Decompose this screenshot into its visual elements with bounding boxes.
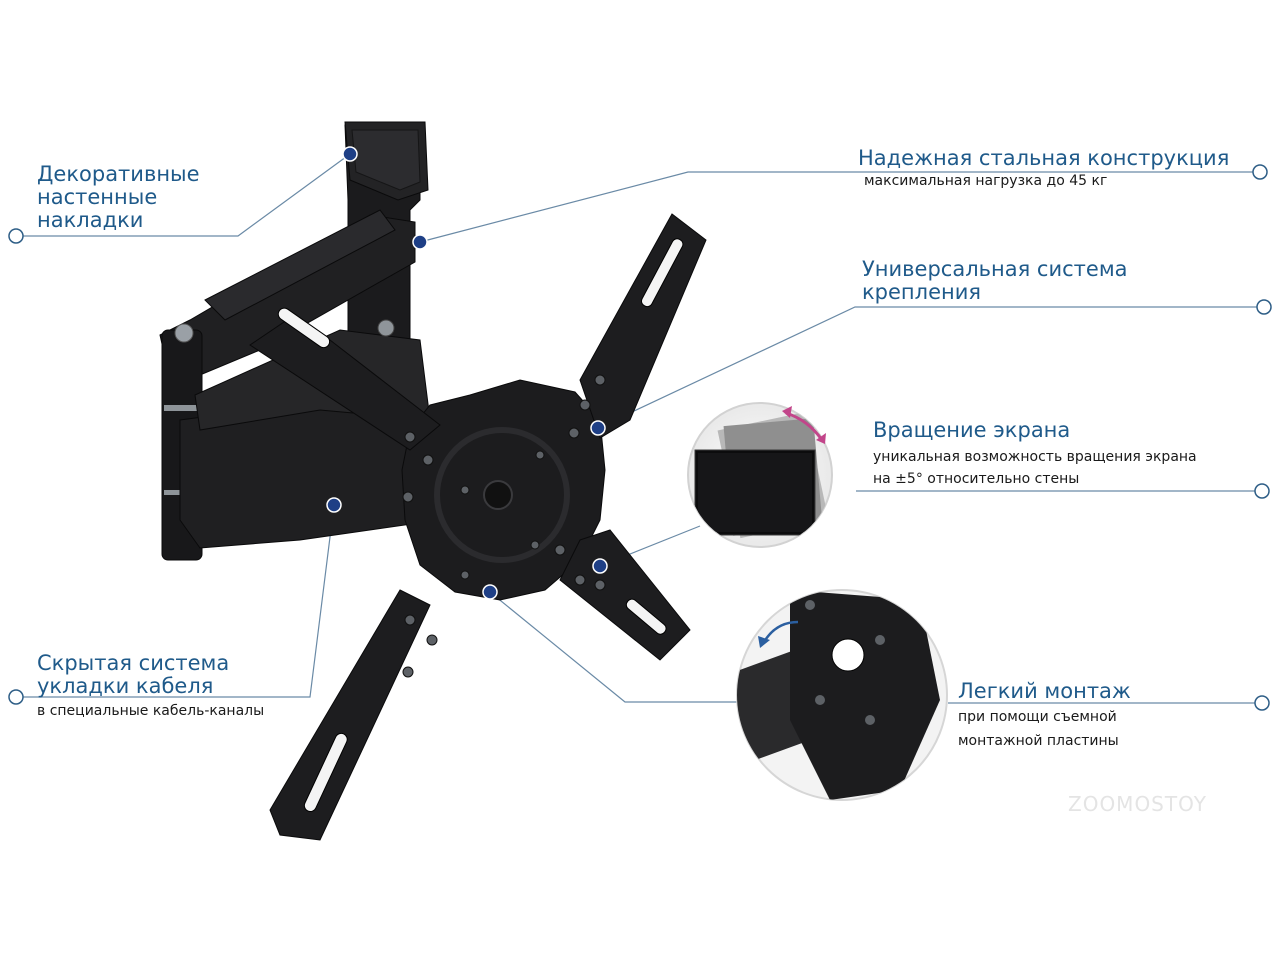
- endpoint-rotation: [1254, 483, 1270, 499]
- rotation-sub-1: уникальная возможность вращения экрана: [873, 449, 1197, 465]
- decor-line-3: накладки: [37, 208, 144, 232]
- slot-bottom-left: [303, 732, 348, 813]
- endpoint-circles: [8, 164, 1272, 711]
- dot-universal: [590, 420, 606, 436]
- label-decorative-covers: Декоративные настенные накладки: [37, 163, 200, 232]
- decor-line-2: настенные: [37, 185, 158, 209]
- slot-top-left: [277, 307, 331, 349]
- label-screen-rotation: Вращение экрана уникальная возможность в…: [873, 419, 1197, 490]
- leader-mount: [489, 591, 740, 703]
- endpoint-mount: [1254, 695, 1270, 711]
- steel-title: Надежная стальная конструкция: [858, 146, 1230, 170]
- plate-ring: [434, 427, 570, 563]
- leader-decor: [18, 153, 351, 237]
- mount-plate-inset: [790, 590, 940, 800]
- endpoint-cable: [8, 689, 24, 705]
- dot-steel: [412, 234, 428, 250]
- leader-cable: [18, 504, 335, 698]
- vesa-arm-top-right: [579, 213, 707, 439]
- bolt-holes: [402, 374, 606, 678]
- label-universal-system: Универсальная система крепления: [862, 258, 1128, 304]
- decorative-cover-texture: [351, 129, 421, 191]
- slot-top-right: [641, 238, 684, 308]
- callout-dots: [326, 146, 608, 600]
- label-hidden-cable: Скрытая система укладки кабеля в специал…: [37, 652, 264, 722]
- mounting-inset: [736, 589, 948, 801]
- vesa-arm-top-left: [249, 317, 441, 451]
- hinge-ring: [164, 405, 202, 411]
- label-steel-construction: Надежная стальная конструкция максимальн…: [858, 147, 1229, 192]
- pivot-knob: [483, 480, 513, 510]
- universal-line-2: крепления: [862, 280, 982, 304]
- dot-rotation: [592, 558, 608, 574]
- slot-bottom-right: [625, 598, 667, 635]
- dot-mount: [482, 584, 498, 600]
- vesa-arm-bottom-right: [559, 529, 691, 661]
- leader-universal: [597, 306, 1262, 429]
- cable-line-2: укладки кабеля: [37, 674, 214, 698]
- steel-sub: максимальная нагрузка до 45 кг: [864, 173, 1108, 189]
- dot-cable: [326, 497, 342, 513]
- leader-lines: [18, 153, 1262, 704]
- watermark: ZOOMOSTOY: [1068, 792, 1207, 816]
- endpoint-decor: [8, 228, 24, 244]
- tv-screen-shine: [698, 453, 812, 532]
- arrow-head-2: [816, 433, 826, 444]
- endpoint-steel: [1252, 164, 1268, 180]
- dot-decor: [342, 146, 358, 162]
- label-easy-mount: Легкий монтаж при помощи съемной монтажн…: [958, 680, 1131, 753]
- arrow-head-1: [782, 406, 792, 418]
- mount-title: Легкий монтаж: [958, 679, 1131, 703]
- tv-wall-mount: [159, 121, 707, 841]
- mount-sub-1: при помощи съемной: [958, 709, 1117, 725]
- leader-steel: [419, 171, 1256, 243]
- hinge-bolt: [174, 323, 194, 343]
- mount-arrow-head: [758, 636, 770, 648]
- mount-sub-2: монтажной пластины: [958, 733, 1119, 749]
- rotation-title: Вращение экрана: [873, 418, 1071, 442]
- universal-line-1: Универсальная система: [862, 257, 1128, 281]
- upper-arm-bevel: [204, 209, 396, 321]
- vesa-arm-bottom-left: [269, 589, 431, 841]
- arm-bolt: [377, 319, 395, 337]
- cable-line-1: Скрытая система: [37, 651, 230, 675]
- decor-line-1: Декоративные: [37, 162, 200, 186]
- mount-plate-hole: [831, 638, 865, 672]
- rotation-sub-2: на ±5° относительно стены: [873, 471, 1080, 487]
- endpoint-universal: [1256, 299, 1272, 315]
- cable-sub: в специальные кабель-каналы: [37, 703, 265, 719]
- rotation-inset: [687, 402, 833, 548]
